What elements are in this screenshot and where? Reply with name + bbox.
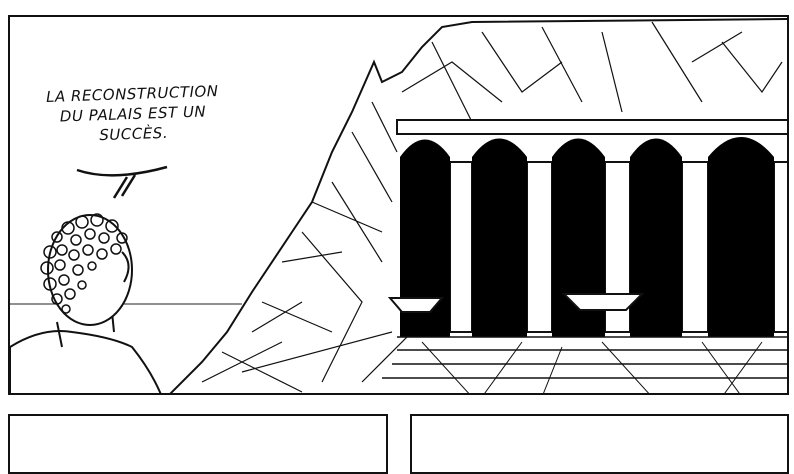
temple-arches — [400, 137, 774, 337]
comic-panel-bottom-right — [410, 414, 789, 474]
character — [10, 214, 162, 393]
speech-tail — [76, 165, 168, 199]
temple-steps — [382, 336, 787, 393]
rock-cracks — [201, 21, 783, 393]
stone-basins — [387, 293, 645, 313]
comic-panel-main: LA RECONSTRUCTION DU PALAIS EST UN SUCCÈ… — [8, 15, 789, 395]
temple-entablature — [396, 119, 787, 135]
comic-panel-bottom-left — [8, 414, 388, 474]
speech-bubble-text: LA RECONSTRUCTION DU PALAIS EST UN SUCCÈ… — [27, 80, 239, 147]
curly-hair — [40, 213, 128, 314]
temple-columns — [449, 161, 787, 333]
palace-illustration — [10, 18, 787, 393]
